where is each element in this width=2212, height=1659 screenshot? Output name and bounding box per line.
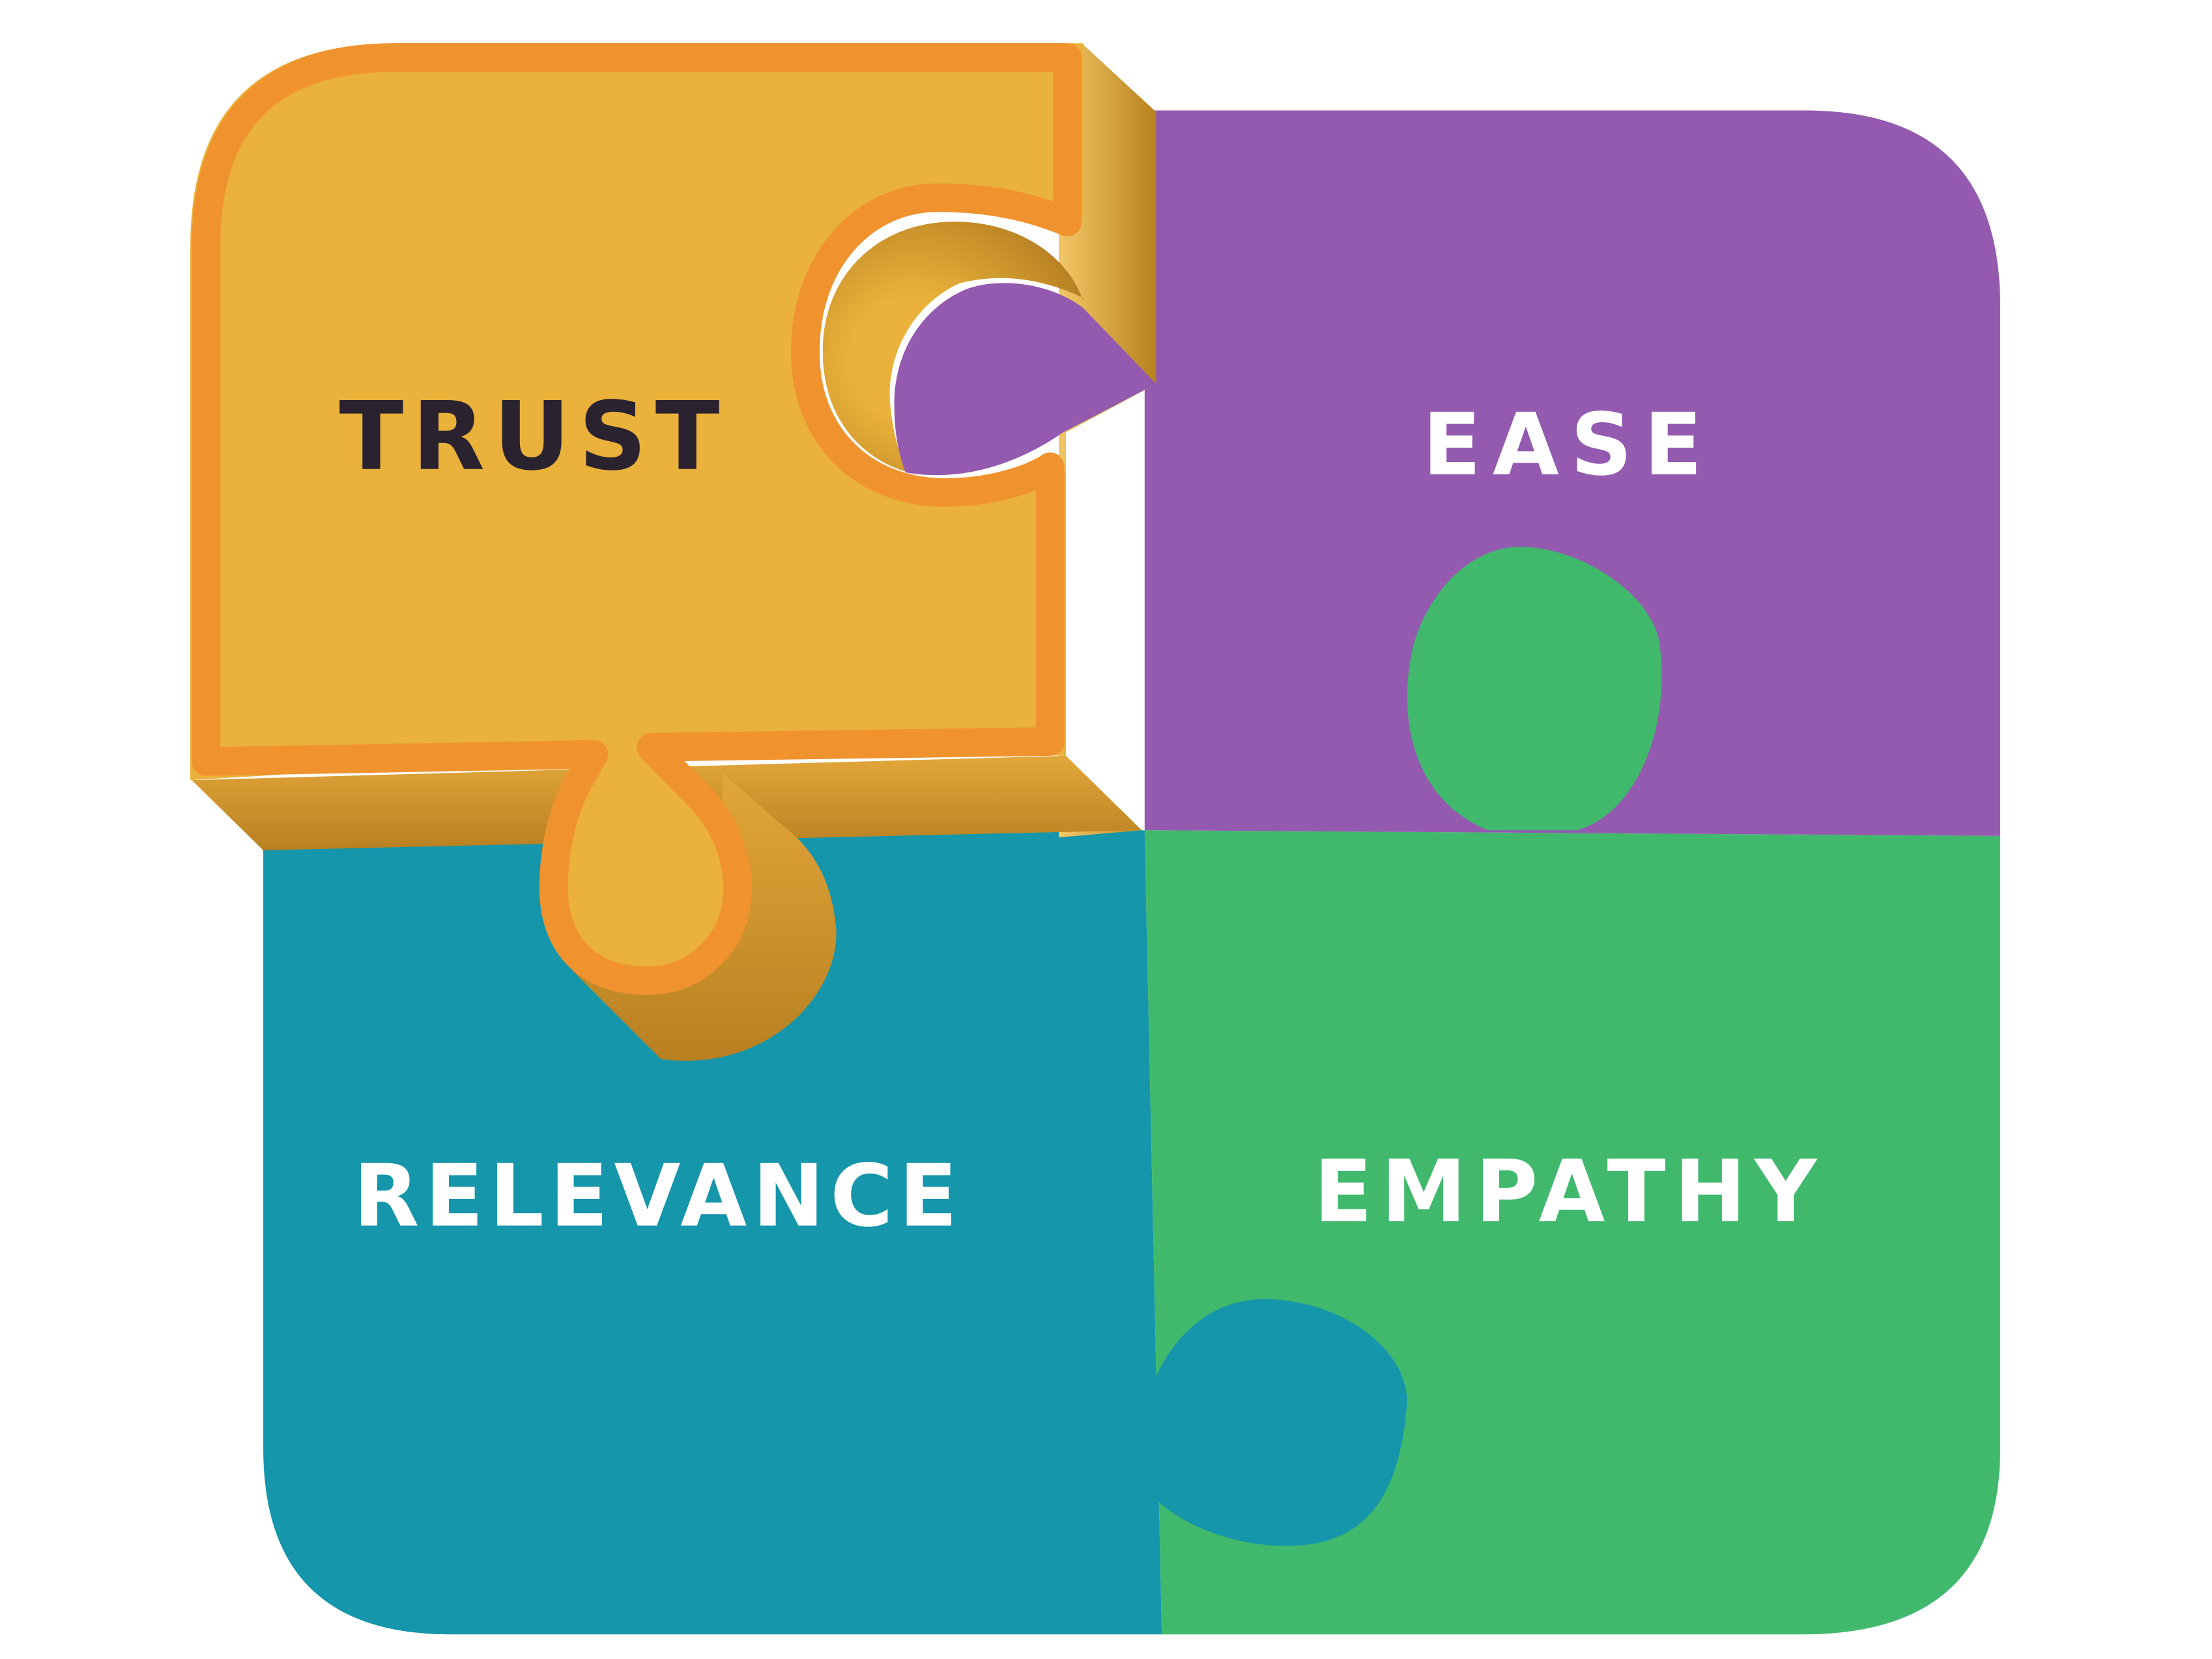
- relevance-label: RELEVANCE: [353, 1147, 963, 1247]
- trust-label: TRUST: [339, 382, 728, 492]
- empathy-knob: [1407, 547, 1661, 830]
- relevance-knob: [1153, 1299, 1407, 1546]
- ease-label: EASE: [1422, 396, 1714, 495]
- empathy-label: EMPATHY: [1314, 1142, 1825, 1242]
